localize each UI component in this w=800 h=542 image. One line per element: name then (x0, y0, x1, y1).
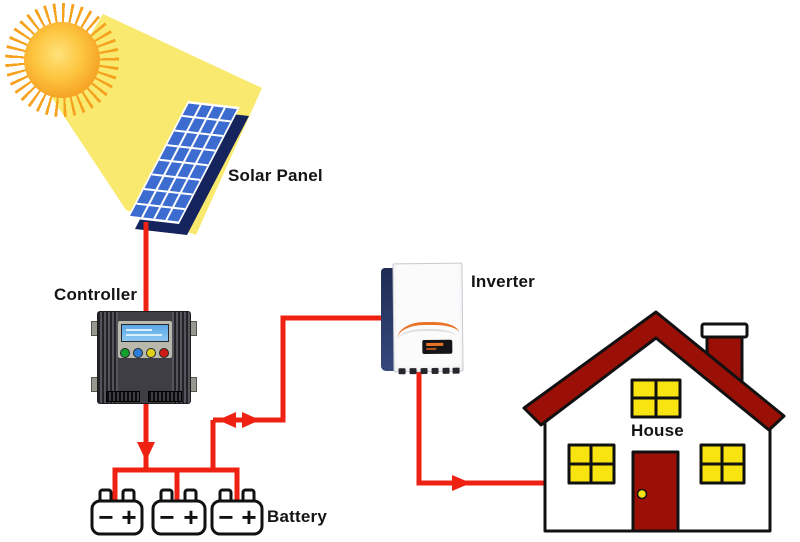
battery-body (90, 499, 144, 536)
charge-controller-icon (91, 311, 197, 404)
controller-label: Controller (54, 285, 138, 304)
inverter-display (422, 339, 453, 355)
battery-minus-sign: − (98, 502, 113, 532)
battery-1: − + (90, 488, 144, 536)
house-label: House (631, 421, 684, 440)
arrow-right-icon (242, 412, 260, 428)
lcd-text-line (126, 334, 162, 336)
solar-panel-icon (127, 101, 240, 224)
solar-panel-gridlines (130, 104, 237, 222)
right-window (699, 443, 746, 485)
battery-plus-sign: + (121, 502, 136, 532)
battery-label: Battery (267, 507, 327, 526)
battery-plus-sign: + (241, 502, 256, 532)
door-knob (636, 488, 648, 500)
terminal-block (148, 391, 182, 402)
controller-faceplate (118, 321, 172, 358)
red-led (159, 348, 169, 358)
blue-led (133, 348, 143, 358)
terminal-block (106, 391, 140, 402)
connector (431, 367, 439, 374)
battery-body (151, 499, 207, 536)
solar-panel-label: Solar Panel (228, 166, 323, 185)
gable-window (630, 378, 682, 419)
lcd-text-line (126, 329, 152, 331)
house-roof (522, 310, 786, 432)
connector (452, 367, 460, 374)
battery-minus-sign: − (159, 502, 174, 532)
green-led (120, 348, 130, 358)
connector (409, 368, 417, 375)
battery-minus-sign: − (218, 502, 233, 532)
controller-finned-body (97, 311, 191, 404)
arrow-left-icon (218, 412, 236, 428)
controller-lcd-screen (121, 324, 169, 342)
battery-2: − + (151, 488, 207, 536)
battery-bank: − + − + − + (90, 488, 264, 536)
inverter-side-panel (381, 268, 395, 371)
battery-body (210, 499, 264, 536)
arrow-right-icon (452, 475, 471, 491)
wire-inverter-to-battery (213, 315, 384, 423)
wire-inverter-to-house (416, 370, 545, 486)
inverter-front-panel (392, 262, 464, 375)
inverter-icon (381, 262, 464, 375)
inverter-label: Inverter (471, 272, 535, 291)
battery-plus-sign: + (183, 502, 198, 532)
chimney-cap (700, 322, 749, 339)
house-icon (522, 310, 786, 533)
left-window (567, 443, 616, 485)
yellow-led (146, 348, 156, 358)
sun-icon (24, 22, 100, 98)
display-segment (426, 347, 437, 351)
wire-arrowheads (137, 412, 471, 491)
connector (442, 367, 450, 374)
display-segment (426, 342, 444, 347)
arrow-down-icon (137, 442, 155, 461)
battery-3: − + (210, 488, 264, 536)
connector (420, 368, 428, 375)
connector (398, 368, 406, 375)
